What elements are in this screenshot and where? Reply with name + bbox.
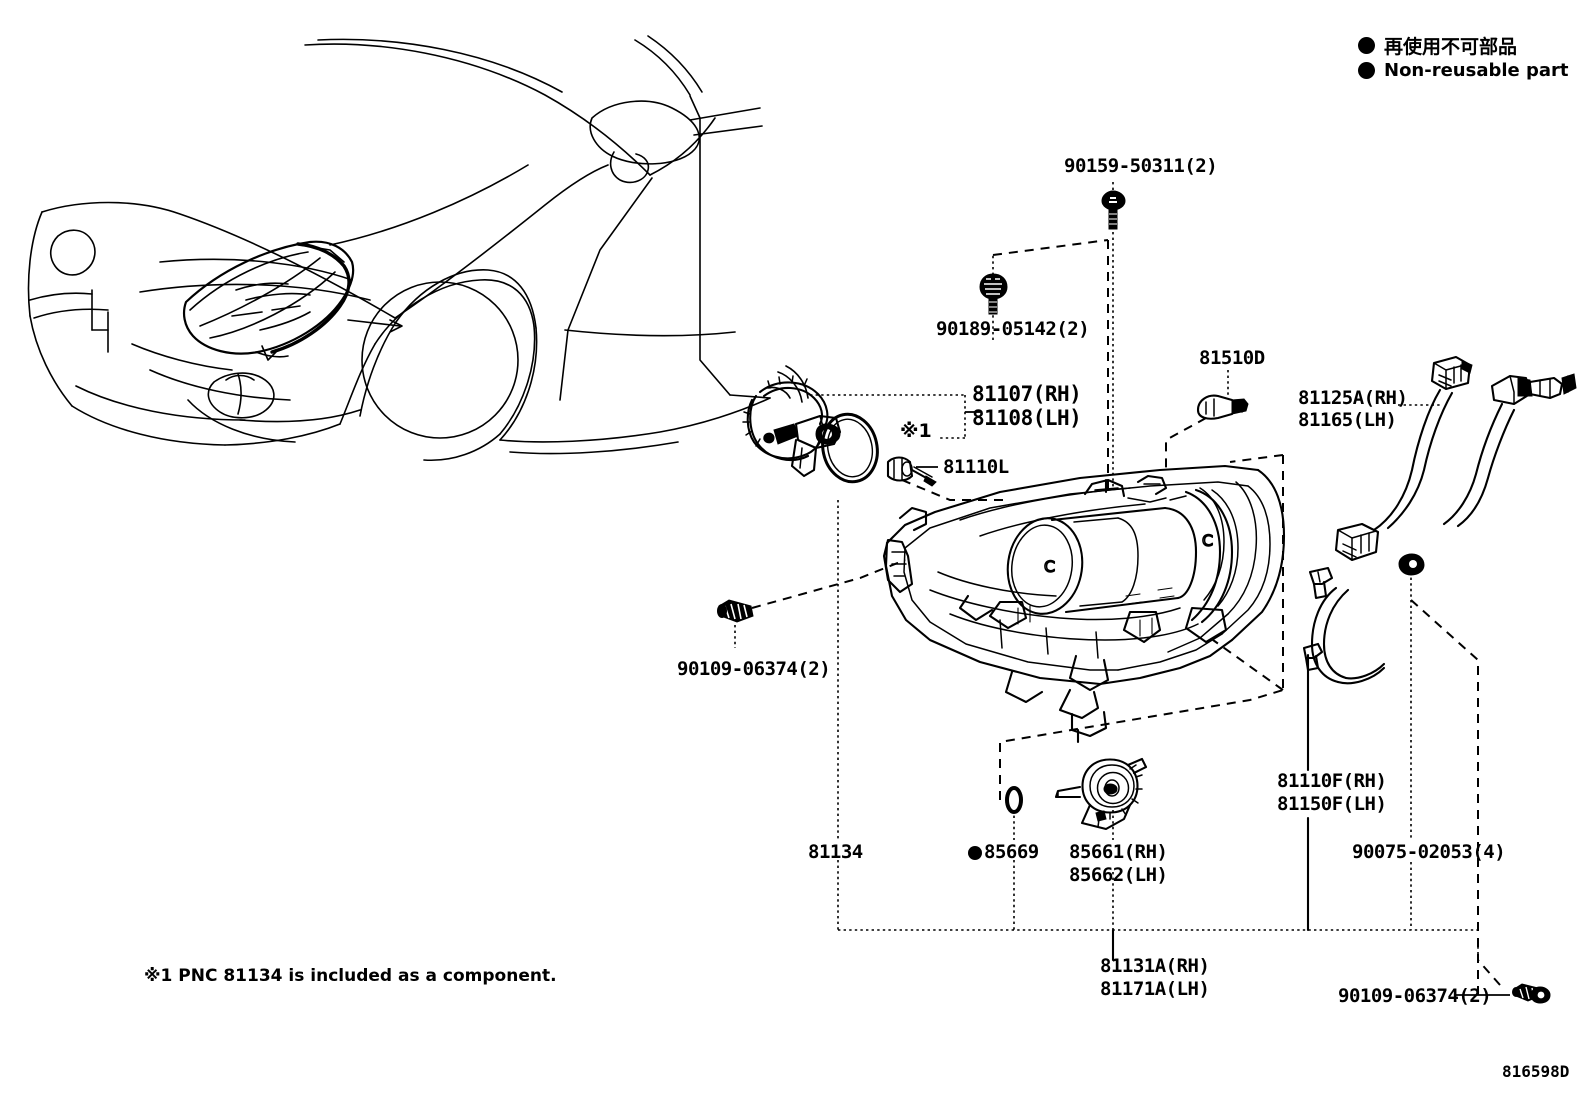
wire-harness-icon-81125A [1302,355,1577,685]
nonreusable-dot-icon-85669 [968,846,982,860]
part-label-81171A-lh: 81171A(LH) [1100,978,1210,1000]
legend-label-jp: 再使用不可部品 [1384,36,1518,58]
bolt-icon-90159 [1101,190,1126,230]
legend-row-jp: 再使用不可部品 [1358,32,1517,59]
part-label-81510D: 81510D [1199,347,1265,369]
leveling-motor-icon-85661 [1054,757,1148,831]
part-label-85662-lh: 85662(LH) [1069,864,1168,886]
part-label-81150F-lh: 81150F(LH) [1277,793,1387,815]
part-label-81110F-rh: 81110F(RH) [1277,770,1387,792]
svg-text:C: C [1202,531,1213,550]
small-o-ring-icon-85669 [1005,786,1023,814]
screw-icon-90109-bottom [1512,983,1551,1004]
bulb-socket-cap-icon [742,375,842,478]
footnote-text: ※1 PNC 81134 is included as a component. [144,966,557,986]
part-label-81134: 81134 [808,841,863,863]
part-label-85669: 85669 [984,841,1039,863]
legend-row-en: Non-reusable part [1358,60,1569,81]
o-ring-seal-icon-81134 [821,412,879,484]
leader-lines [734,182,1510,1000]
part-label-81131A-rh: 81131A(RH) [1100,955,1210,977]
part-label-81165-lh: 81165(LH) [1298,409,1397,431]
part-label-85661-rh: 85661(RH) [1069,841,1168,863]
nonreusable-dot-icon-en [1358,62,1375,79]
diagram-id: 816598D [1502,1062,1570,1081]
part-label-90075-02053: 90075-02053(4) [1352,841,1506,863]
nonreusable-dot-icon [1358,37,1375,54]
part-label-81110L: 81110L [943,456,1009,478]
part-label-90109-06374-bottom: 90109-06374(2) [1338,985,1492,1007]
svg-text:C: C [1044,557,1055,576]
bulb-icon-81110L [886,456,937,487]
part-label-90109-06374-left: 90109-06374(2) [677,658,831,680]
part-label-81125A-rh: 81125A(RH) [1298,387,1408,409]
part-label-81108-lh: 81108(LH) [972,406,1082,430]
part-label-81107-rh: 81107(RH) [972,382,1082,406]
legend-label-en: Non-reusable part [1384,60,1569,81]
part-label-90189-05142: 90189-05142(2) [936,318,1090,340]
screw-icon-90109-left [717,599,754,623]
screw-grommet-icon-90189 [979,273,1008,315]
headlamp-unit-icon: C C [882,464,1286,744]
part-label-85669-group: 85669 [968,841,1039,863]
footnote-marker-1: ※1 [900,420,932,442]
wedge-bulb-icon-81510D [1196,394,1249,420]
part-label-90159-50311: 90159-50311(2) [1064,155,1218,177]
